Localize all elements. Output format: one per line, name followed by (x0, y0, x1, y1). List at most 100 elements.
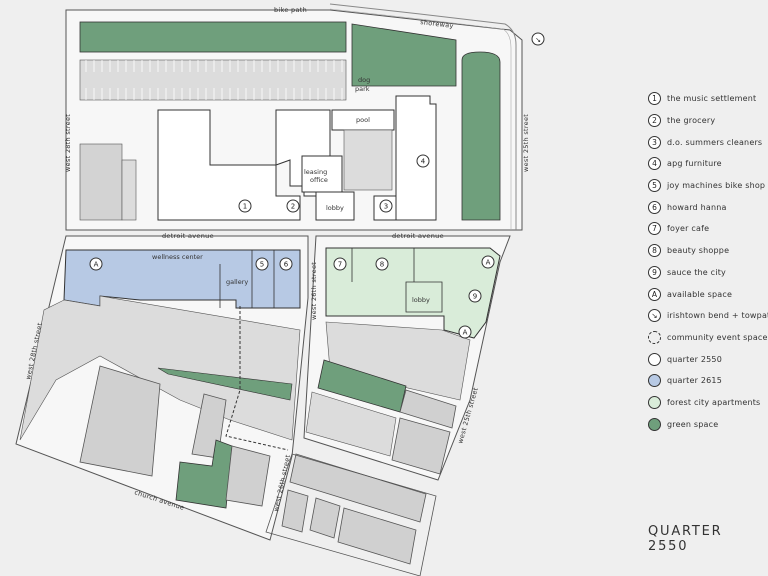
map-marker-label: 7 (338, 261, 342, 269)
legend-item: green space (648, 413, 768, 435)
label-dog-park-1: dog (358, 76, 370, 84)
brand-title: QUARTER 2550 (648, 524, 723, 554)
map-marker-m5: 5 (255, 257, 269, 271)
map-marker-label: 8 (380, 261, 384, 269)
map-marker-label: 4 (421, 158, 426, 166)
parking-courtyard (343, 129, 393, 191)
map-marker-m2: 2 (286, 199, 300, 213)
legend-label: d.o. summers cleaners (667, 137, 763, 147)
legend-label: community event space (667, 332, 768, 342)
shoreway-road (329, 3, 517, 230)
map-marker-m3: 3 (379, 199, 393, 213)
map-marker-ma2: A (481, 255, 495, 269)
legend-label: green space (667, 419, 719, 429)
legend-item: 8 beauty shoppe (648, 240, 768, 262)
legend-label: the music settlement (667, 94, 757, 104)
legend-item: 4 apg furniture (648, 153, 768, 175)
green-space-top-mid (351, 23, 457, 87)
legend-item: quarter 2615 (648, 370, 768, 392)
legend-marker: 8 (648, 244, 661, 258)
legend-label: joy machines bike shop (667, 181, 766, 191)
legend-label: apg furniture (667, 159, 722, 169)
legend-label: quarter 2615 (667, 376, 722, 386)
legend-marker: 5 (648, 179, 661, 193)
map-marker-m1: 1 (238, 199, 252, 213)
parking-west-28th (121, 159, 137, 221)
legend-marker: 6 (648, 200, 661, 214)
building-bottom-right-1 (399, 389, 457, 429)
legend-label: beauty shoppe (667, 246, 730, 256)
legend-item: 5 joy machines bike shop (648, 175, 768, 197)
shoreway-road-inner (329, 8, 512, 230)
leasing-office-building (301, 155, 343, 193)
building-south-2 (281, 489, 309, 533)
legend-label: sauce the city (667, 267, 726, 277)
map-marker-ma3: A (458, 325, 472, 339)
legend-label: foyer cafe (667, 224, 710, 234)
legend-swatch (648, 374, 661, 388)
legend-label: forest city apartments (667, 397, 761, 407)
legend-item: forest city apartments (648, 392, 768, 414)
label-bike-path: bike path (274, 6, 307, 14)
label-dog-park: park (355, 85, 370, 93)
label-leasing-office: leasing (304, 168, 327, 176)
legend-swatch (648, 352, 661, 366)
building-bottom-left-large (79, 365, 161, 477)
label-west-28th-top: west 28th street (64, 114, 72, 172)
map-marker-label: 2 (291, 203, 295, 211)
legend-swatch (648, 330, 661, 344)
legend-label: available space (667, 289, 733, 299)
lobby-building-top (315, 191, 355, 221)
label-lobby-top: lobby (326, 204, 344, 212)
label-pool: pool (356, 116, 370, 124)
legend-item: ↘ irishtown bend + towpath (648, 305, 768, 327)
parking-top (79, 59, 347, 101)
map-marker-label: A (94, 261, 99, 269)
legend-label: irishtown bend + towpath (667, 311, 768, 321)
map-marker-m8: 8 (375, 257, 389, 271)
legend-item: 1 the music settlement (648, 88, 768, 110)
legend-marker: 7 (648, 222, 661, 236)
building-bottom-right-2 (391, 417, 451, 475)
site-map: bike path shoreway west 28th street west… (15, 3, 545, 576)
building-church-avenue (225, 445, 271, 507)
label-gallery: gallery (226, 278, 248, 286)
legend-marker: 1 (648, 92, 661, 106)
legend-item: community event space (648, 327, 768, 349)
south-block-outline (265, 453, 437, 576)
map-marker-m6: 6 (279, 257, 293, 271)
green-space-top-left (79, 21, 347, 53)
legend-label: quarter 2550 (667, 354, 722, 364)
legend-marker: A (648, 287, 661, 301)
label-wellness-center: wellness center (152, 253, 203, 261)
lobby-right-building (405, 281, 443, 313)
parking-bottom-right-lower (305, 391, 397, 457)
map-marker-m4: 4 (416, 154, 430, 168)
map-marker-label: 9 (473, 293, 477, 301)
building-south-3 (309, 497, 341, 539)
label-west-25th-top: west 25th street (522, 114, 530, 172)
map-marker-label: 6 (284, 261, 289, 269)
legend-item: 3 d.o. summers cleaners (648, 131, 768, 153)
legend-marker: ↘ (648, 309, 661, 323)
svg-text:↘: ↘ (535, 36, 541, 44)
map-marker-m9: 9 (468, 289, 482, 303)
legend-marker: 3 (648, 135, 661, 149)
legend-marker: 4 (648, 157, 661, 171)
map-marker-label: 5 (260, 261, 264, 269)
legend-item: 7 foyer cafe (648, 218, 768, 240)
map-marker-label: 3 (384, 203, 388, 211)
label-detroit-left: detroit avenue (162, 232, 214, 240)
legend-swatch (648, 417, 661, 431)
label-detroit-right: detroit avenue (392, 232, 444, 240)
map-marker-label: A (486, 259, 491, 267)
irishtown-bend-marker: ↘ (531, 32, 545, 46)
map-marker-ma1: A (89, 257, 103, 271)
map-marker-m7: 7 (333, 257, 347, 271)
apg-furniture-building (395, 95, 437, 221)
building-south-4 (337, 507, 417, 565)
